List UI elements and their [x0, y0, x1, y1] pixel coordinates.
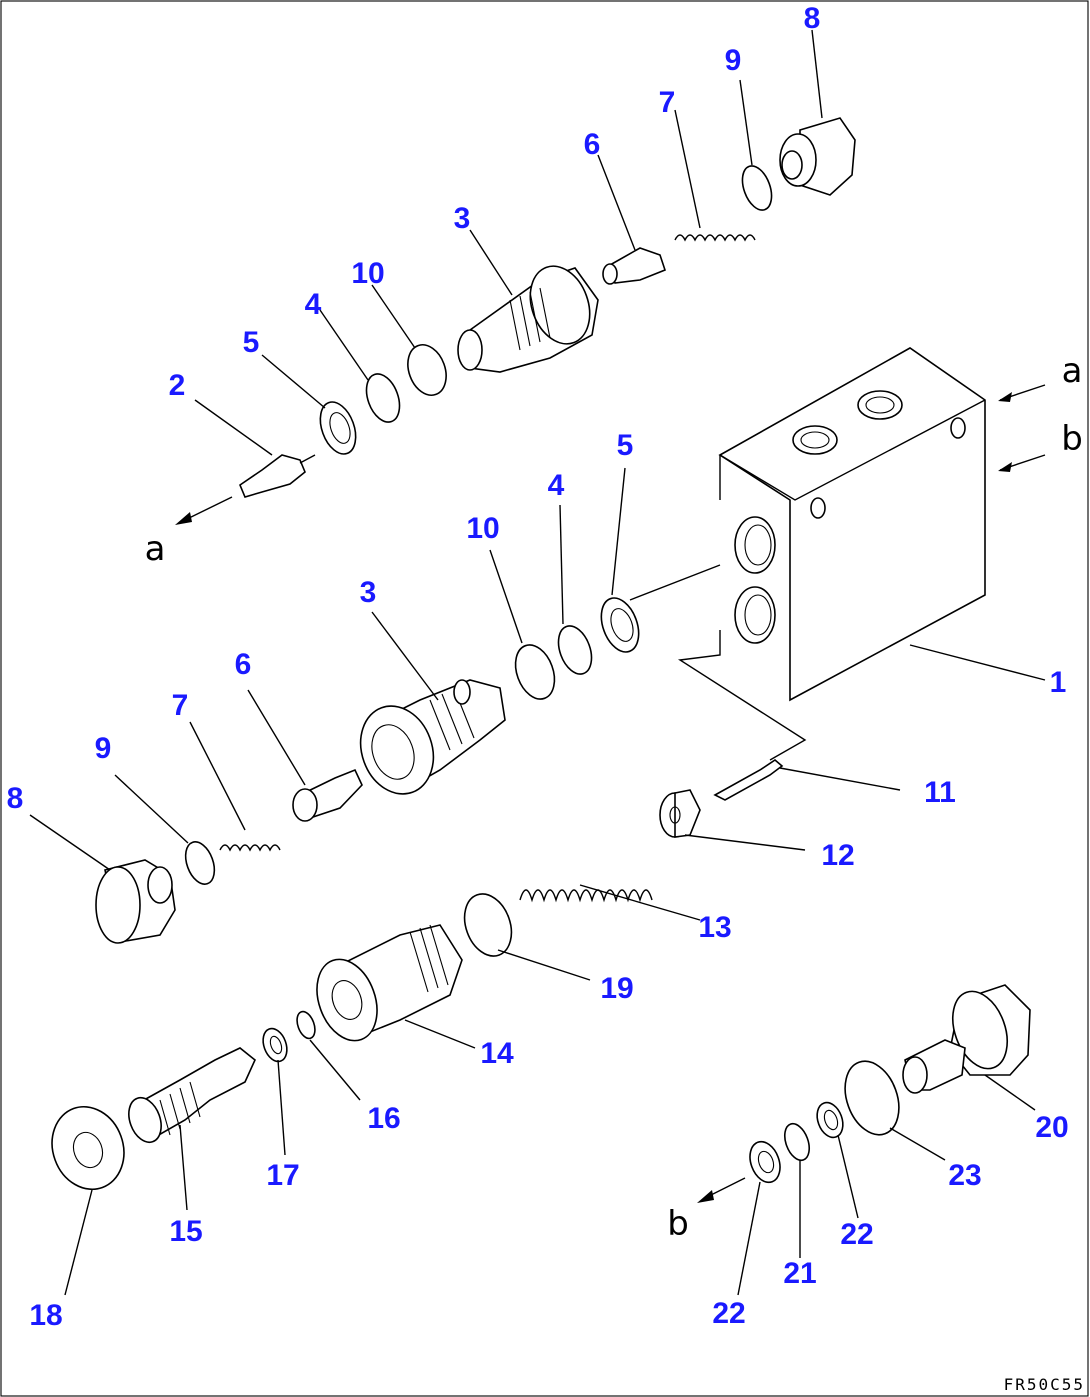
port-label-a: a [145, 529, 166, 569]
middle-valve-assembly [29, 467, 640, 944]
callout-11: 11 [924, 776, 956, 809]
port-label-a: a [1062, 351, 1083, 391]
callout-10: 10 [466, 512, 499, 545]
callout-3: 3 [360, 576, 377, 609]
callout-4: 4 [548, 469, 565, 502]
callout-9: 9 [725, 44, 742, 77]
callout-16: 16 [367, 1102, 400, 1135]
callout-10: 10 [351, 257, 384, 290]
callout-6: 6 [584, 128, 601, 161]
callout-8: 8 [804, 2, 821, 35]
relief-valve-assembly [51, 758, 901, 1296]
valve-body-part-1 [677, 347, 986, 761]
callout-5: 5 [243, 326, 260, 359]
callout-22: 22 [712, 1297, 745, 1330]
callout-13: 13 [698, 911, 731, 944]
callout-19: 19 [600, 972, 633, 1005]
callout-2: 2 [169, 369, 186, 402]
callout-6: 6 [235, 648, 252, 681]
drawing-code: FR50C55 [1004, 1375, 1085, 1394]
callout-17: 17 [266, 1159, 299, 1192]
callout-21: 21 [783, 1257, 816, 1290]
check-valve-assembly [697, 984, 1036, 1296]
callout-labels: 8976310452541036798111121319141617151820… [7, 2, 1069, 1332]
callout-3: 3 [454, 202, 471, 235]
callout-5: 5 [617, 429, 634, 462]
port-label-b: b [667, 1204, 689, 1244]
callout-15: 15 [169, 1215, 202, 1248]
callout-8: 8 [7, 782, 24, 815]
callout-1: 1 [1050, 666, 1067, 699]
port-label-b: b [1061, 419, 1083, 459]
callout-7: 7 [172, 689, 189, 722]
top-valve-assembly [175, 29, 856, 525]
callout-22: 22 [840, 1218, 873, 1251]
callout-14: 14 [480, 1037, 514, 1070]
callout-18: 18 [29, 1299, 62, 1332]
callout-9: 9 [95, 732, 112, 765]
callout-20: 20 [1035, 1111, 1068, 1144]
callout-4: 4 [305, 288, 322, 321]
callout-12: 12 [821, 839, 854, 872]
callout-23: 23 [948, 1159, 981, 1192]
callout-7: 7 [659, 86, 676, 119]
leader-lines [629, 384, 1046, 681]
